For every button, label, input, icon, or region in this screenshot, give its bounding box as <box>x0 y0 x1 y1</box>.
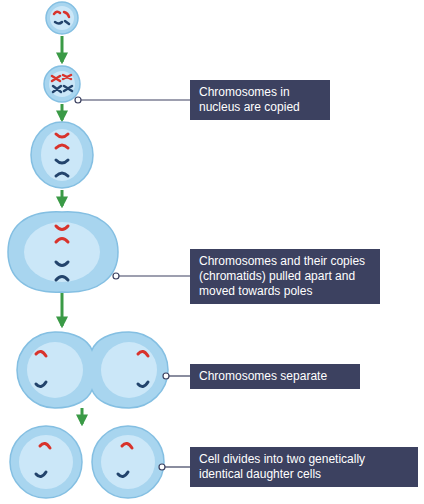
step-arrow <box>61 293 64 326</box>
daughter-cell <box>10 426 82 498</box>
cell <box>17 332 168 408</box>
label-text: Cell divides into two genetically identi… <box>199 452 409 482</box>
leader-line <box>166 375 190 376</box>
label-box: Chromosomes and their copies (chromatids… <box>190 249 380 304</box>
leader-dot <box>163 373 169 379</box>
cell <box>44 66 80 102</box>
step-arrow <box>61 36 64 62</box>
step-arrow <box>61 104 64 120</box>
label-text: Chromosomes separate <box>199 369 351 384</box>
step-arrow <box>61 190 64 206</box>
leader-dot <box>113 273 119 279</box>
cell <box>46 2 78 34</box>
label-text: Chromosomes in nucleus are copied <box>199 85 321 115</box>
step-arrow <box>81 408 84 424</box>
cell <box>31 122 93 188</box>
daughter-cell <box>92 426 164 498</box>
leader-dot <box>75 97 81 103</box>
cell <box>8 212 118 292</box>
label-box: Chromosomes separate <box>190 364 360 389</box>
leader-dot <box>159 464 165 470</box>
label-text: Chromosomes and their copies (chromatids… <box>199 254 371 299</box>
leader-lines <box>75 97 190 470</box>
leader-line <box>78 99 190 100</box>
leader-line <box>162 466 190 467</box>
leader-line <box>116 275 190 276</box>
label-box: Cell divides into two genetically identi… <box>190 447 418 487</box>
label-box: Chromosomes in nucleus are copied <box>190 80 330 120</box>
